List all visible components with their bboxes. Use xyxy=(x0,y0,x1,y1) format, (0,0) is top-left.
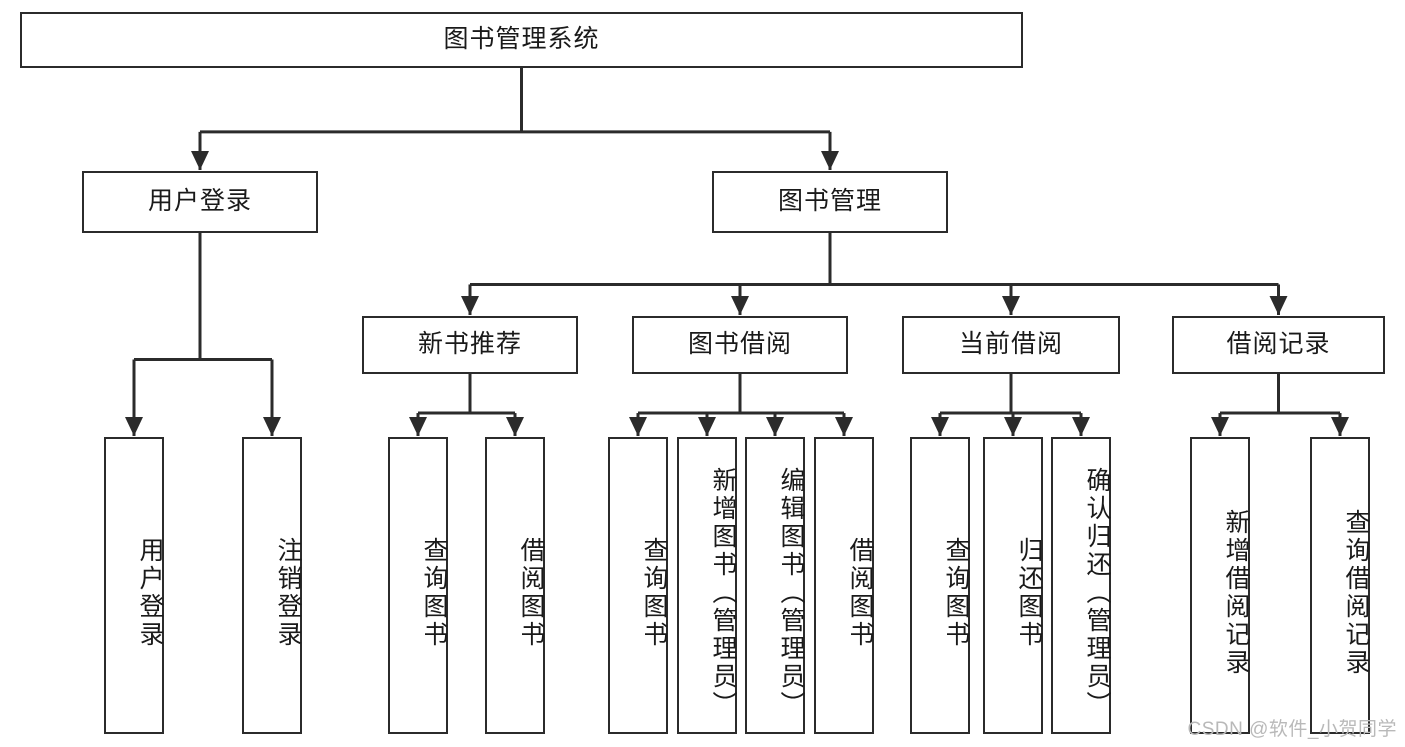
node-bookmgmt: 图书管理 xyxy=(712,171,948,233)
node-leaf-borrow1: 借阅图书 xyxy=(485,437,545,734)
node-label: 新增图书（管理员） xyxy=(709,466,737,719)
node-root: 图书管理系统 xyxy=(20,12,1023,68)
node-label: 新书推荐 xyxy=(417,330,522,359)
node-label: 当前借阅 xyxy=(958,330,1063,359)
node-label: 用户登录 xyxy=(136,536,164,649)
node-leaf-query1: 查询图书 xyxy=(388,437,448,734)
node-leaf-logout: 注销登录 xyxy=(242,437,302,734)
node-label: 借阅图书 xyxy=(846,536,874,649)
node-leaf-addbook: 新增图书（管理员） xyxy=(677,437,737,734)
node-label: 归还图书 xyxy=(1015,536,1043,649)
node-leaf-confirm: 确认归还（管理员） xyxy=(1051,437,1111,734)
node-borrow: 图书借阅 xyxy=(632,316,848,374)
node-label: 确认归还（管理员） xyxy=(1083,466,1111,719)
node-leaf-queryrec: 查询借阅记录 xyxy=(1310,437,1370,734)
node-leaf-editbook: 编辑图书（管理员） xyxy=(745,437,805,734)
node-label: 查询图书 xyxy=(640,536,668,649)
node-label: 借阅记录 xyxy=(1226,330,1331,359)
node-label: 注销登录 xyxy=(274,536,302,649)
node-label: 借阅图书 xyxy=(517,536,545,649)
watermark-text: CSDN @软件_小贺同学 xyxy=(1187,719,1397,740)
node-newbooks: 新书推荐 xyxy=(362,316,578,374)
node-leaf-query3: 查询图书 xyxy=(910,437,970,734)
node-label: 查询图书 xyxy=(942,536,970,649)
node-leaf-borrow2: 借阅图书 xyxy=(814,437,874,734)
node-records: 借阅记录 xyxy=(1172,316,1385,374)
node-label: 查询借阅记录 xyxy=(1342,508,1370,677)
node-label: 图书借阅 xyxy=(687,330,792,359)
node-label: 编辑图书（管理员） xyxy=(777,466,805,719)
node-leaf-return: 归还图书 xyxy=(983,437,1043,734)
node-label: 用户登录 xyxy=(147,187,252,216)
node-leaf-addrec: 新增借阅记录 xyxy=(1190,437,1250,734)
node-label: 查询图书 xyxy=(420,536,448,649)
node-login: 用户登录 xyxy=(82,171,318,233)
node-current: 当前借阅 xyxy=(902,316,1120,374)
node-label: 新增借阅记录 xyxy=(1222,508,1250,677)
node-label: 图书管理系统 xyxy=(443,25,600,54)
node-leaf-login: 用户登录 xyxy=(104,437,164,734)
node-label: 图书管理 xyxy=(777,187,882,216)
node-leaf-query2: 查询图书 xyxy=(608,437,668,734)
